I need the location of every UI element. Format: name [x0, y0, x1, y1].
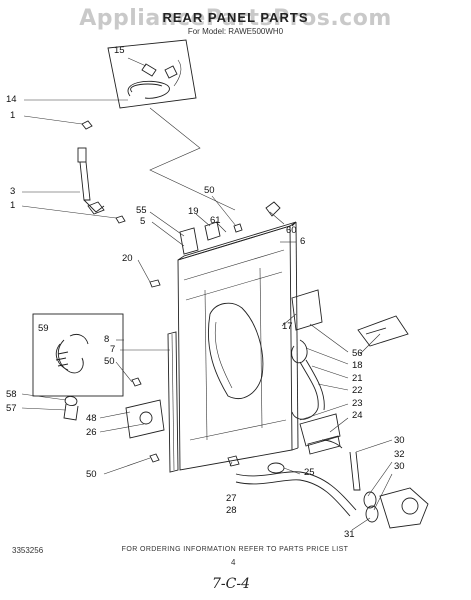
inlet-hose: [77, 147, 105, 215]
callout-8: 8: [104, 334, 110, 345]
callout-30-bottom: 30: [394, 461, 405, 472]
callout-55: 55: [136, 205, 147, 216]
callout-48: 48: [86, 413, 97, 424]
callout-3: 3: [10, 186, 16, 197]
callout-23: 23: [352, 398, 363, 409]
callout-61: 61: [210, 215, 221, 226]
model-subtitle: For Model: RAWE500WH0: [187, 27, 284, 36]
page-title: REAR PANEL PARTS: [162, 10, 309, 25]
callout-50-top: 50: [204, 185, 215, 196]
rear-panel: [177, 221, 299, 471]
callout-26: 26: [86, 427, 97, 438]
left-rail: [167, 331, 179, 473]
ordering-note: FOR ORDERING INFORMATION REFER TO PARTS …: [121, 546, 349, 553]
callout-32: 32: [394, 449, 405, 460]
pump-assembly: [291, 289, 409, 364]
callout-30-top: 30: [394, 435, 405, 446]
callout-57: 57: [6, 403, 17, 414]
callout-6: 6: [300, 236, 306, 247]
callout-21: 21: [352, 373, 363, 384]
callout-19: 19: [188, 206, 199, 217]
power-cord-box: [107, 39, 197, 109]
callout-5: 5: [140, 216, 146, 227]
callout-25: 25: [304, 467, 315, 478]
page-number: 4: [231, 558, 236, 567]
watermark: AppliancePartsPros.com: [79, 6, 392, 31]
callout-1-nut: 1: [10, 200, 16, 211]
callout-14: 14: [6, 94, 17, 105]
pump-bracket: [125, 399, 165, 439]
drain-hose: [32, 313, 124, 397]
callout-20: 20: [122, 253, 133, 264]
callout-56: 56: [352, 348, 363, 359]
document-number: 3353256: [12, 546, 44, 555]
callout-50-low: 50: [86, 469, 97, 480]
callout-31: 31: [344, 529, 355, 540]
callout-22: 22: [352, 385, 363, 396]
callout-50-mid: 50: [104, 356, 115, 367]
pump-outlet: [321, 439, 429, 529]
callout-59: 59: [38, 323, 49, 334]
callout-60: 60: [286, 225, 297, 236]
handwritten-note: 7-C-4: [212, 576, 250, 592]
callout-28: 28: [226, 505, 237, 516]
callout-17: 17: [282, 321, 293, 332]
callout-27: 27: [226, 493, 237, 504]
callout-24: 24: [352, 410, 363, 421]
callout-58: 58: [6, 389, 17, 400]
screw-top: [81, 120, 93, 130]
callout-7: 7: [110, 344, 116, 355]
callout-18: 18: [352, 360, 363, 371]
callout-15: 15: [114, 45, 125, 56]
callout-1: 1: [10, 110, 16, 121]
